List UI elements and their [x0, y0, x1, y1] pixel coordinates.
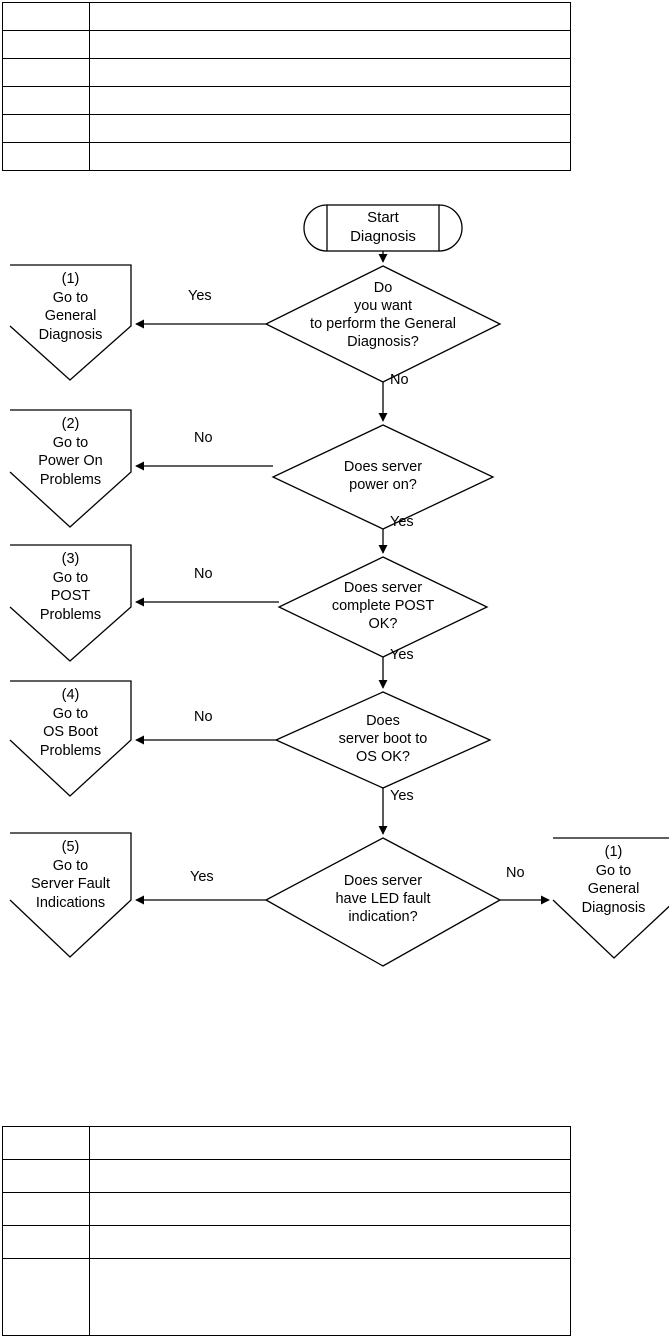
edge-label-d4-yes: Yes	[390, 788, 414, 804]
table-row	[2, 1159, 571, 1193]
callout-6-shape	[552, 837, 669, 959]
edge-label-d3-no: No	[194, 566, 213, 582]
table-cell	[89, 1159, 571, 1193]
table-cell	[89, 1225, 571, 1259]
table-cell	[89, 1258, 571, 1336]
table-row	[2, 1192, 571, 1226]
edge-label-d1-no: No	[390, 372, 409, 388]
table-row	[2, 2, 571, 31]
edge-label-d1-yes: Yes	[188, 288, 212, 304]
top-table	[2, 2, 571, 171]
table-row	[2, 142, 571, 171]
callout-1-shape	[9, 264, 132, 381]
table-cell	[89, 142, 571, 171]
table-cell	[89, 1192, 571, 1226]
table-cell	[2, 1126, 90, 1160]
table-row	[2, 86, 571, 115]
table-cell	[2, 1192, 90, 1226]
decision-1-shape	[264, 265, 502, 383]
edge-label-d5-yes: Yes	[190, 869, 214, 885]
edge-label-d5-no: No	[506, 865, 525, 881]
callout-3-shape	[9, 544, 132, 662]
edge-label-d4-no: No	[194, 709, 213, 725]
decision-3-shape	[277, 556, 489, 658]
table-cell	[89, 1126, 571, 1160]
table-cell	[2, 2, 90, 31]
table-cell	[2, 1225, 90, 1259]
start-node-shape	[303, 204, 463, 252]
table-cell	[89, 58, 571, 87]
edge-label-d2-no: No	[194, 430, 213, 446]
edge-label-d3-yes: Yes	[390, 647, 414, 663]
edge-label-d2-yes: Yes	[390, 514, 414, 530]
table-cell	[2, 86, 90, 115]
decision-5-shape	[264, 837, 502, 967]
callout-4-shape	[9, 680, 132, 797]
table-cell	[89, 30, 571, 59]
table-cell	[2, 1159, 90, 1193]
table-row	[2, 1225, 571, 1259]
table-row	[2, 1258, 571, 1336]
table-cell	[2, 1258, 90, 1336]
bottom-table	[2, 1126, 571, 1336]
callout-5-shape	[9, 832, 132, 958]
decision-2-shape	[271, 424, 495, 530]
table-cell	[2, 114, 90, 143]
table-cell	[89, 114, 571, 143]
table-row	[2, 114, 571, 143]
decision-4-shape	[274, 691, 492, 789]
callout-2-shape	[9, 409, 132, 528]
table-row	[2, 58, 571, 87]
table-row	[2, 1126, 571, 1160]
table-cell	[89, 86, 571, 115]
table-cell	[89, 2, 571, 31]
